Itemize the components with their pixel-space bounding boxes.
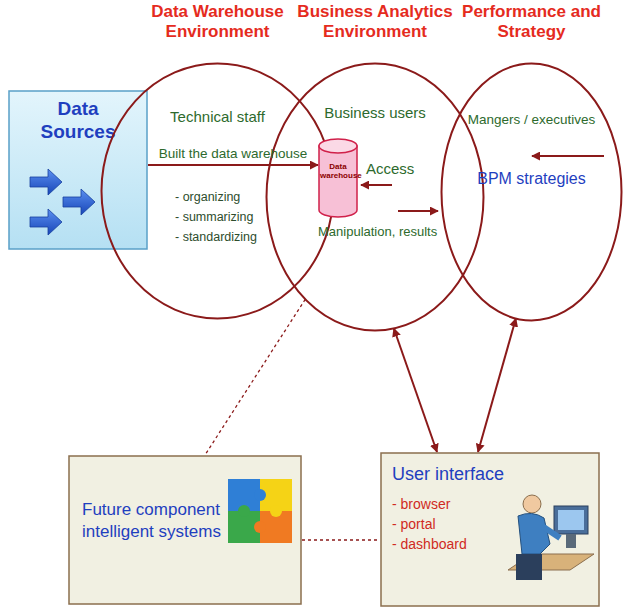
environment-ellipse: Performance and StrategyMangers / execut… [440, 0, 623, 322]
flow-label: Manipulation, results [318, 224, 437, 239]
environment-heading: Data Warehouse Environment [143, 2, 293, 43]
environment-heading: Business Analytics Environment [288, 2, 463, 43]
node-text: Technical staff [100, 108, 335, 125]
arrow-connector [148, 164, 318, 166]
environment-ellipse-outline [440, 0, 623, 322]
source-box: Data Sources [8, 90, 148, 250]
node-text: User interface [392, 464, 504, 485]
node-text: - dashboard [392, 536, 467, 552]
node-text: - portal [392, 516, 436, 532]
node-text: Future component intelligent systems [82, 499, 238, 543]
node-text: - summarizing [175, 210, 254, 224]
node-text: Data warehouse [320, 162, 356, 180]
edge-label: Built the data warehouse [159, 146, 308, 161]
interface-box: User interface - browser - portal - dashboa… [380, 452, 600, 607]
dotted-connector [205, 299, 305, 455]
node-text: Mangers / executives [440, 112, 623, 127]
node-text: - browser [392, 496, 450, 512]
node-text: Business users [265, 104, 485, 121]
dotted-connector [302, 539, 380, 540]
environment-heading: Performance and Strategy [452, 2, 612, 43]
node-text: - organizing [175, 190, 240, 204]
node-text: - standardizing [175, 230, 257, 244]
arrow-connector [394, 328, 437, 452]
arrow-connector [478, 319, 516, 452]
flow-label: Access [366, 160, 414, 177]
warehouse-cylinder: Data warehouse [318, 138, 358, 218]
component-box: Future component intelligent systems [68, 455, 302, 605]
node-text: BPM strategies [440, 170, 623, 188]
